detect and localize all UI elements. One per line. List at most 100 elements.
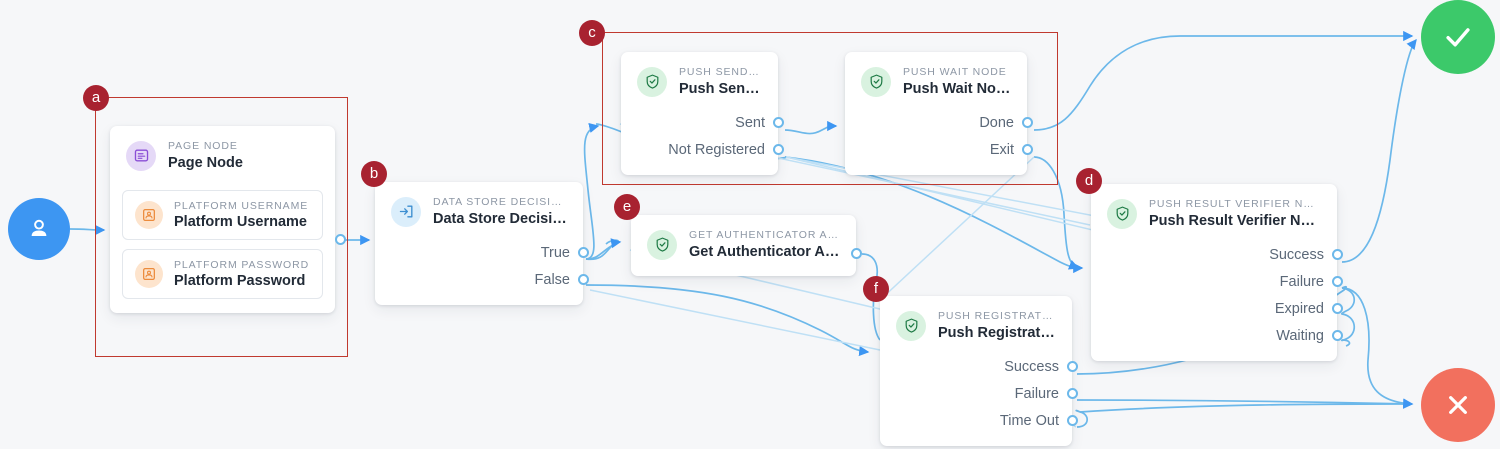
node-header: PUSH REGISTRATION Push Registration — [880, 296, 1072, 351]
edge-reg-timeout-to-failure — [1079, 403, 1413, 413]
port-dot-get-authenticator-app-out[interactable] — [851, 248, 862, 259]
node-get-authenticator-app[interactable]: GET AUTHENTICATOR APP Get Authenticator … — [631, 215, 856, 276]
subfield-platform-username[interactable]: PLATFORM USERNAME Platform Username — [122, 190, 323, 240]
login-icon — [391, 196, 421, 227]
group-badge-b[interactable]: b — [361, 161, 387, 187]
port-row-success[interactable]: Success — [1091, 241, 1343, 268]
node-push-wait-node[interactable]: PUSH WAIT NODE Push Wait Node Done Exit — [845, 52, 1033, 175]
id-card-icon — [135, 260, 163, 288]
port-label: Done — [979, 114, 1014, 131]
node-push-sender[interactable]: PUSH SENDER Push Sender Sent Not Registe… — [621, 52, 784, 175]
port-row-done[interactable]: Done — [845, 109, 1033, 136]
port-dot-expired[interactable] — [1332, 303, 1343, 314]
port-dot-success[interactable] — [1332, 249, 1343, 260]
node-header: DATA STORE DECISION Data Store Decision — [375, 182, 583, 237]
node-title: Push Sender — [679, 81, 762, 97]
port-dot-done[interactable] — [1022, 117, 1033, 128]
port-label: Time Out — [999, 412, 1059, 429]
port-dot-exit[interactable] — [1022, 144, 1033, 155]
node-header: PUSH RESULT VERIFIER NODE Push Result Ve… — [1091, 184, 1337, 239]
port-dot-not-registered[interactable] — [773, 144, 784, 155]
port-list: Success Failure Expired Waiting — [1091, 239, 1343, 361]
node-push-registration[interactable]: PUSH REGISTRATION Push Registration Succ… — [880, 296, 1078, 446]
port-dot-time-out[interactable] — [1067, 415, 1078, 426]
port-row-sent[interactable]: Sent — [621, 109, 784, 136]
success-terminal-node[interactable] — [1421, 0, 1495, 74]
group-box-c — [602, 32, 1058, 185]
node-kicker: PUSH RESULT VERIFIER NODE — [1149, 198, 1321, 210]
port-row-exit[interactable]: Exit — [845, 136, 1033, 163]
subfield-title: Platform Username — [174, 214, 307, 230]
port-list: Success Failure Time Out — [880, 351, 1078, 446]
shield-check-icon — [1107, 198, 1137, 229]
edge-verifier-expired-loop — [1340, 313, 1356, 342]
node-title: Push Registration — [938, 325, 1056, 341]
edge-reg-failure-to-failure — [1076, 398, 1414, 409]
port-dot-success[interactable] — [1067, 361, 1078, 372]
group-badge-f[interactable]: f — [863, 276, 889, 302]
close-icon — [1449, 396, 1467, 414]
group-badge-c[interactable]: c — [579, 20, 605, 46]
port-label: Failure — [1014, 385, 1059, 402]
port-row-time-out[interactable]: Time Out — [880, 407, 1078, 434]
port-row-expired[interactable]: Expired — [1091, 295, 1343, 322]
port-dot-false[interactable] — [578, 274, 589, 285]
shield-check-icon — [637, 66, 667, 97]
port-list: Sent Not Registered — [621, 107, 784, 175]
group-badge-a[interactable]: a — [83, 85, 109, 111]
failure-terminal-node[interactable] — [1421, 368, 1495, 442]
port-dot-failure[interactable] — [1067, 388, 1078, 399]
node-header: PUSH WAIT NODE Push Wait Node — [845, 52, 1027, 107]
edge-verifier-success-to-success — [1341, 38, 1417, 263]
port-row-not-registered[interactable]: Not Registered — [621, 136, 784, 163]
port-dot-failure[interactable] — [1332, 276, 1343, 287]
shield-check-icon — [647, 229, 677, 260]
subfield-platform-password[interactable]: PLATFORM PASSWORD Platform Password — [122, 249, 323, 299]
node-title: Push Wait Node — [903, 81, 1011, 97]
port-label: False — [534, 271, 570, 288]
shield-check-icon — [896, 310, 926, 341]
node-header: GET AUTHENTICATOR APP Get Authenticator … — [631, 215, 856, 276]
check-icon — [1446, 28, 1470, 47]
group-badge-d[interactable]: d — [1076, 168, 1102, 194]
node-header: PAGE NODE Page Node — [110, 126, 335, 181]
port-dot-true[interactable] — [578, 247, 589, 258]
port-label: Failure — [1279, 273, 1324, 290]
group-badge-e[interactable]: e — [614, 194, 640, 220]
edge-verifier-failure-loop — [1340, 287, 1356, 315]
node-kicker: DATA STORE DECISION — [433, 196, 567, 208]
node-page-node[interactable]: PAGE NODE Page Node PLATFORM USERNAME Pl… — [110, 126, 335, 313]
subfield-kicker: PLATFORM PASSWORD — [174, 259, 310, 271]
port-label: Sent — [735, 114, 765, 131]
subfield-kicker: PLATFORM USERNAME — [174, 200, 309, 212]
port-row-false[interactable]: False — [375, 266, 589, 293]
port-list: Done Exit — [845, 107, 1033, 175]
port-label: Success — [1269, 246, 1324, 263]
port-row-success[interactable]: Success — [880, 353, 1078, 380]
port-row-failure[interactable]: Failure — [1091, 268, 1343, 295]
edge-true-to-get-auth — [585, 238, 622, 261]
node-header: PUSH SENDER Push Sender — [621, 52, 778, 107]
edge-verifier-failure-to-failure — [1341, 287, 1414, 409]
port-dot-waiting[interactable] — [1332, 330, 1343, 341]
port-row-true[interactable]: True — [375, 239, 589, 266]
start-node[interactable] — [8, 198, 70, 260]
user-icon — [31, 219, 47, 237]
port-list: True False — [375, 237, 589, 305]
edge-true-loop — [585, 239, 620, 260]
port-label: Success — [1004, 358, 1059, 375]
node-kicker: GET AUTHENTICATOR APP — [689, 229, 840, 241]
port-dot-page-node-out[interactable] — [335, 234, 346, 245]
port-row-failure[interactable]: Failure — [880, 380, 1078, 407]
node-kicker: PUSH REGISTRATION — [938, 310, 1056, 322]
node-kicker: PUSH SENDER — [679, 66, 762, 78]
page-icon — [126, 140, 156, 171]
port-label: Not Registered — [668, 141, 765, 158]
port-row-waiting[interactable]: Waiting — [1091, 322, 1343, 349]
node-data-store-decision[interactable]: DATA STORE DECISION Data Store Decision … — [375, 182, 589, 305]
subfield-list: PLATFORM USERNAME Platform Username PLAT… — [110, 190, 335, 313]
port-dot-sent[interactable] — [773, 117, 784, 128]
node-title: Push Result Verifier No... — [1149, 213, 1321, 229]
node-push-result-verifier-node[interactable]: PUSH RESULT VERIFIER NODE Push Result Ve… — [1091, 184, 1343, 361]
